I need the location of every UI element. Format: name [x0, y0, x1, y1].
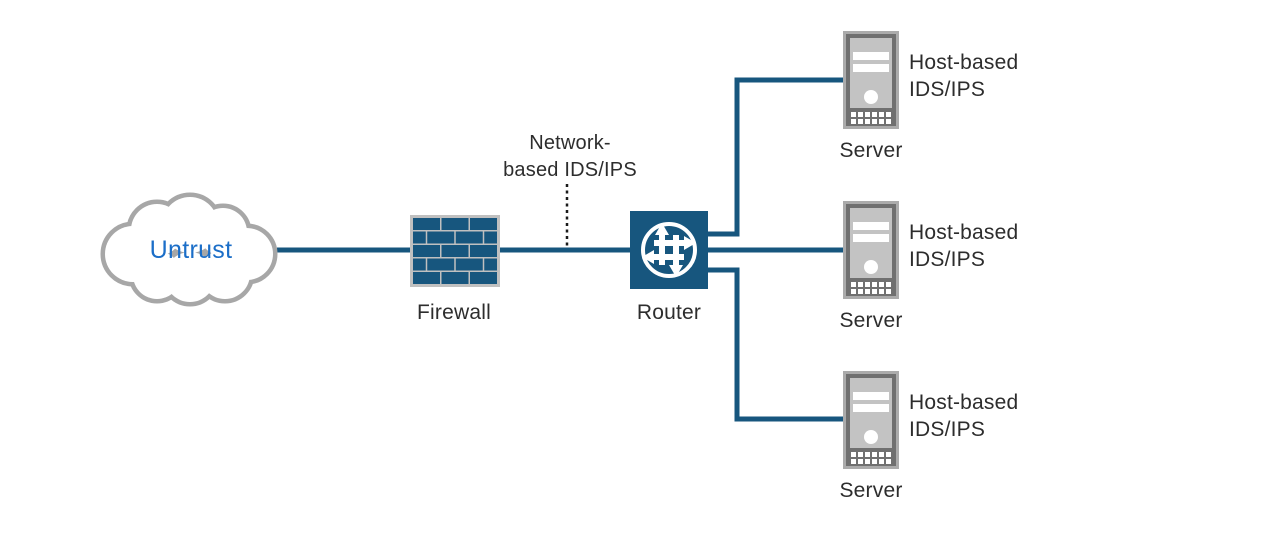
- host-ids-annotation: Host-based IDS/IPS: [909, 49, 1079, 103]
- server-tower-icon: [843, 371, 899, 469]
- firewall-label: Firewall: [417, 301, 491, 324]
- cloud-icon: [100, 192, 278, 307]
- host-ids-annotation-line1: Host-based: [909, 391, 1019, 414]
- host-ids-annotation-line2: IDS/IPS: [909, 418, 986, 441]
- network-ids-annotation-line1: Network-: [529, 132, 611, 154]
- server-label: Server: [839, 139, 903, 162]
- router-label: Router: [636, 301, 702, 324]
- brick-wall-icon: [410, 215, 500, 287]
- host-ids-annotation: Host-based IDS/IPS: [909, 389, 1079, 443]
- host-ids-annotation: Host-based IDS/IPS: [909, 219, 1079, 273]
- host-ids-annotation-line1: Host-based: [909, 51, 1019, 74]
- network-ids-annotation: Network- based IDS/IPS: [460, 130, 680, 184]
- untrust-label: Untrust: [149, 236, 233, 264]
- network-ids-annotation-line2: based IDS/IPS: [503, 159, 637, 181]
- crossed-arrows-router-icon: [630, 211, 708, 289]
- server-label: Server: [839, 479, 903, 502]
- host-ids-annotation-line1: Host-based: [909, 221, 1019, 244]
- server-tower-icon: [843, 201, 899, 299]
- server-label: Server: [839, 309, 903, 332]
- server-tower-icon: [843, 31, 899, 129]
- host-ids-annotation-line2: IDS/IPS: [909, 78, 986, 101]
- host-ids-annotation-line2: IDS/IPS: [909, 248, 986, 271]
